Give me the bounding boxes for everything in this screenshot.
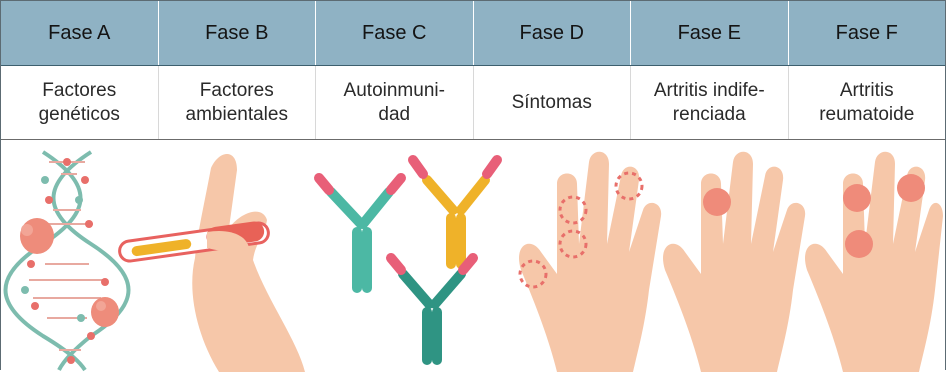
phase-a-header: Fase A: [1, 1, 159, 65]
phase-d-label: Síntomas: [474, 66, 632, 139]
hand-with-tube-icon: [118, 154, 305, 372]
phase-f-label: Artritis reumatoide: [789, 66, 946, 139]
phase-e-header: Fase E: [631, 1, 789, 65]
phase-b-label: Factores ambientales: [159, 66, 317, 139]
phase-c-label: Autoinmuni- dad: [316, 66, 474, 139]
hand-symptoms-icon: [519, 152, 661, 372]
phase-a-label: Factores genéticos: [1, 66, 159, 139]
phase-label-row: Factores genéticos Factores ambientales …: [1, 66, 945, 140]
phase-c-header: Fase C: [316, 1, 474, 65]
illustrations: [1, 140, 945, 372]
phase-b-header: Fase B: [159, 1, 317, 65]
phase-e-label: Artritis indife- renciada: [631, 66, 789, 139]
phase-f-header: Fase F: [789, 1, 946, 65]
antibodies-icon: [319, 160, 497, 360]
dna-icon: [6, 152, 129, 370]
hand-arthritis-icon: [805, 152, 943, 372]
phase-d-header: Fase D: [474, 1, 632, 65]
hand-inflamed-joint-icon: [663, 152, 805, 372]
phase-header-row: Fase A Fase B Fase C Fase D Fase E Fase …: [1, 1, 945, 66]
